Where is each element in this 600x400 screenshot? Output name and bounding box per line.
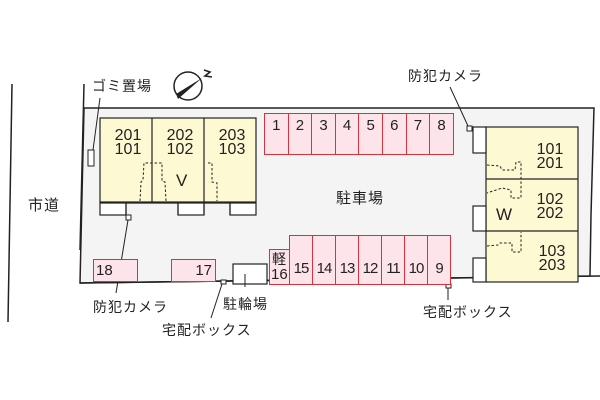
city-road-label: 市道 [28,196,61,214]
space-number: 10 [408,260,425,277]
space-number: 18 [96,262,113,279]
kei-car-tag: 軽 [272,251,286,267]
road-edge-line [7,83,13,323]
parking-space-14[interactable]: 14 [312,235,336,285]
parking-space-13[interactable]: 13 [335,235,359,285]
space-number: 7 [413,117,423,134]
space-number: 3 [319,117,328,134]
parking-space-15[interactable]: 15 [289,235,313,285]
building-mark-v: V [176,171,188,190]
delivery-box-label-left: 宅配ボックス [162,323,252,339]
parking-space-7[interactable]: 7 [405,113,431,155]
space-number: 4 [342,117,352,134]
parking-space-4[interactable]: 4 [334,113,360,155]
space-number: 2 [295,117,305,134]
parking-space-1[interactable]: 1 [264,113,289,155]
camera-marker-left [125,214,132,221]
bicycle-parking-box [232,263,268,285]
parking-space-18[interactable]: 18 [93,259,138,282]
parking-space-12[interactable]: 12 [358,235,382,285]
parking-space-5[interactable]: 5 [358,113,383,155]
parking-space-11[interactable]: 11 [381,235,405,285]
delivery-box-label-right: 宅配ボックス [423,305,513,321]
parking-space-3[interactable]: 3 [311,113,336,155]
bicycle-parking-label: 駐輪場 [223,297,268,313]
parking-space-6[interactable]: 6 [382,113,407,155]
space-number: 17 [195,262,212,279]
space-number: 9 [435,260,443,277]
space-number: 8 [437,117,446,134]
space-number: 5 [366,117,375,134]
space-number: 13 [339,260,356,277]
security-camera-label-top: 防犯カメラ [408,69,483,85]
parking-lot-label: 駐車場 [336,189,385,207]
space-number: 6 [390,117,399,134]
building-v [99,117,257,203]
parking-space-16[interactable]: 軽 16 [269,249,290,285]
building-mark-w: W [496,205,513,224]
security-camera-label-bottom: 防犯カメラ [93,300,168,316]
space-number: 1 [272,117,281,134]
parking-space-8[interactable]: 8 [429,113,454,155]
parking-space-10[interactable]: 10 [404,235,428,285]
garbage-box [87,149,95,167]
parking-space-17[interactable]: 17 [171,259,216,282]
parking-space-9[interactable]: 9 [427,235,451,285]
space-number: 15 [293,260,310,277]
space-number: 14 [316,260,333,277]
north-arrow-icon [173,69,213,101]
building-w [485,126,579,283]
camera-marker-right [466,125,473,132]
space-number: 16 [271,266,288,283]
space-number: 12 [362,260,379,277]
parking-row-bottom: 15 14 13 12 11 10 9 [289,235,451,285]
garbage-station-label: ゴミ置場 [92,79,152,95]
delivery-box-marker-left [220,279,227,285]
parking-space-2[interactable]: 2 [287,113,313,155]
space-number: 11 [386,260,401,277]
